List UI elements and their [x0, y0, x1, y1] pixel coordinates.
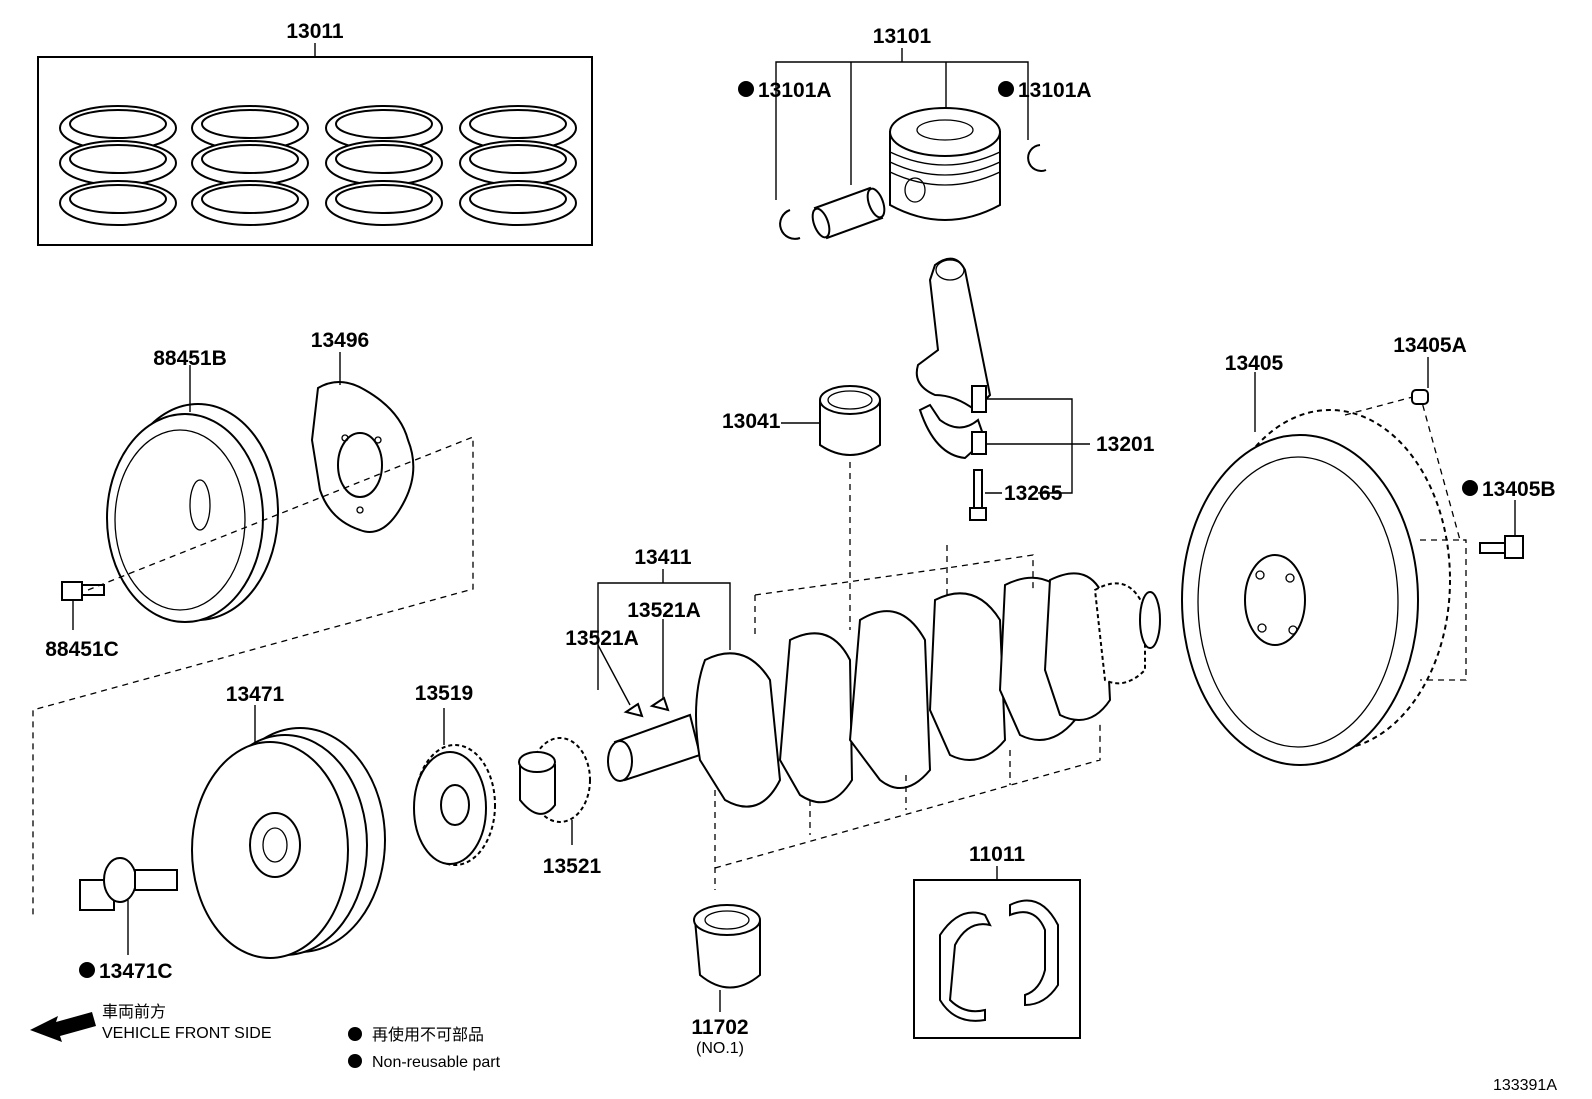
rod-bolt: [969, 469, 1002, 521]
crank-angle-sensor-plate: [310, 352, 415, 533]
label-13521: 13521: [543, 855, 602, 878]
woodruff-key-left: [623, 702, 644, 718]
piston-ring-set: [37, 43, 593, 246]
woodruff-key-right: [649, 696, 670, 712]
crank-sprocket-13521: [518, 737, 591, 845]
leader-dash-left: [32, 436, 474, 915]
label-13411: 13411: [634, 546, 692, 569]
non-reusable-label-en: Non-reusable part: [372, 1054, 501, 1071]
pulley-bolt-88451C: [61, 581, 105, 630]
pulley-bolt-13471C: [79, 857, 178, 955]
crankshaft: [607, 572, 1161, 808]
label-13519: 13519: [415, 682, 473, 705]
timing-gear-13519: [413, 708, 496, 866]
label-13101A-right: 13101A: [1018, 79, 1092, 102]
piston-assembly: [775, 48, 1047, 240]
label-13201: 13201: [1096, 433, 1155, 456]
label-13471C: 13471C: [99, 960, 173, 983]
label-13011: 13011: [286, 20, 344, 43]
connecting-rod: [915, 257, 1090, 494]
label-13405A: 13405A: [1393, 334, 1467, 357]
label-11702: 11702: [691, 1016, 748, 1039]
non-reusable-legend: 再使用不可部品 Non-reusable part: [348, 1026, 501, 1071]
label-88451B: 88451B: [153, 347, 227, 370]
connecting-rod-bearing: [781, 385, 881, 630]
label-13405B: 13405B: [1482, 478, 1556, 501]
ring-stack-3: [325, 105, 443, 226]
label-13521A-right: 13521A: [627, 599, 701, 622]
non-reusable-dot-icon: [79, 962, 95, 978]
label-13521A-left: 13521A: [565, 627, 639, 650]
front-arrow-icon: [30, 1012, 96, 1042]
ring-stack-2: [191, 105, 309, 226]
non-reusable-dot-icon: [1462, 480, 1478, 496]
piston: [889, 107, 1001, 221]
label-88451C: 88451C: [45, 638, 119, 661]
crank-pulley-88451B: [106, 365, 279, 623]
label-13405: 13405: [1225, 352, 1284, 375]
flywheel-13405: [1181, 372, 1451, 766]
non-reusable-dot-icon: [348, 1054, 362, 1068]
non-reusable-dot-icon: [348, 1027, 362, 1041]
snap-ring-right: [1027, 144, 1047, 172]
ring-stack-1: [59, 105, 177, 226]
front-side-label-jp: 車両前方: [102, 1003, 166, 1021]
front-side-legend: 車両前方 VEHICLE FRONT SIDE: [30, 1003, 272, 1042]
non-reusable-label-jp: 再使用不可部品: [372, 1026, 484, 1044]
front-side-label-en: VEHICLE FRONT SIDE: [102, 1025, 272, 1042]
non-reusable-dot-icon: [738, 81, 754, 97]
dowel-pin-13405A: [1411, 357, 1429, 405]
thrust-washer-set: [913, 866, 1081, 1039]
label-13265: 13265: [1004, 482, 1063, 505]
label-11702-sub: (NO.1): [696, 1040, 744, 1057]
leader-dash-right: [1344, 394, 1467, 681]
label-13101: 13101: [873, 25, 932, 48]
leader-13411: [597, 582, 731, 690]
non-reusable-dot-icon: [998, 81, 1014, 97]
flywheel-bolt-13405B: [1479, 500, 1524, 559]
label-13471: 13471: [226, 683, 285, 706]
crank-pulley-13471: [191, 705, 386, 959]
label-13101A-left: 13101A: [758, 79, 832, 102]
piston-pin: [811, 186, 886, 240]
ring-stack-4: [459, 105, 577, 226]
label-11011: 11011: [969, 843, 1025, 866]
figure-id: 133391A: [1493, 1077, 1557, 1094]
snap-ring-left: [779, 209, 801, 240]
label-13041: 13041: [722, 410, 781, 433]
label-13496: 13496: [311, 329, 369, 352]
crankshaft-bearing-11702: [693, 904, 761, 1012]
